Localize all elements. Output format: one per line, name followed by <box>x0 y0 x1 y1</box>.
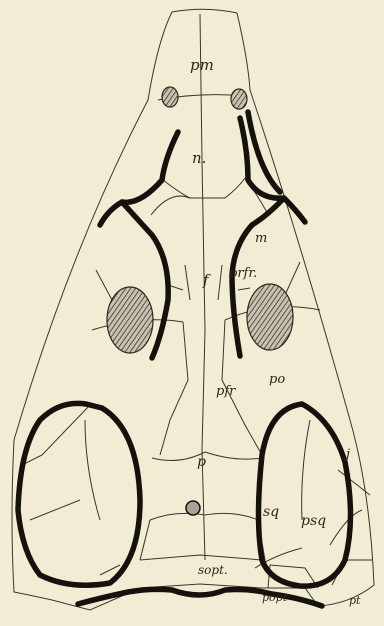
left-nasal-opening <box>162 87 178 107</box>
thick-outlines <box>18 112 351 606</box>
label-n: n. <box>192 149 206 167</box>
label-pt: pt <box>349 594 361 607</box>
pineal-foramen <box>186 501 200 515</box>
right-orbit <box>247 284 293 350</box>
label-f: f <box>202 271 211 289</box>
label-m: m <box>255 231 267 246</box>
label-sq: sq <box>263 504 279 520</box>
label-sopt: sopt. <box>198 563 228 577</box>
label-popt: popt <box>262 591 288 604</box>
label-pm: pm <box>190 56 214 74</box>
left-orbit <box>107 287 153 353</box>
label-psq: psq <box>301 513 326 529</box>
label-p: p <box>197 454 206 470</box>
right-nasal-opening <box>231 89 247 109</box>
label-pfr: pfr <box>216 384 236 399</box>
label-po: po <box>269 372 285 387</box>
label-prfr: prfr. <box>229 266 257 281</box>
